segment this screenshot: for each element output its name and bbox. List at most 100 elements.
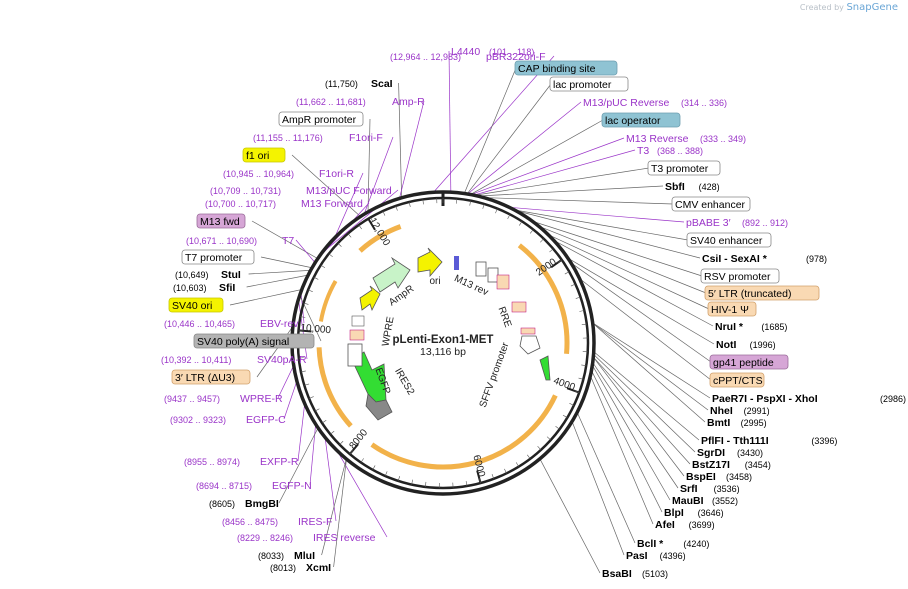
leader-xcmi [333, 457, 347, 568]
label-t7: (10,671 .. 10,690)T7 [186, 235, 294, 247]
label-text-sv40-ori: SV40 ori [172, 300, 212, 312]
label-text-mlui: MluI [294, 550, 315, 562]
label-pos-pflfi: (3396) [811, 436, 837, 446]
label-pos-m13puc-forward: (10,709 .. 10,731) [210, 186, 281, 196]
feature-arcs [316, 224, 570, 470]
label-pos-sbfi: (428) [699, 182, 720, 192]
label-text-pbr322ori: pBR322ori-F [486, 51, 546, 63]
leader-m13puc-reverse [466, 101, 582, 196]
label-sfii: (10,603)SfiI [173, 282, 235, 294]
label-maubi: MauBI(3552) [672, 495, 738, 507]
label-box-5ltr [704, 285, 820, 301]
snapgene-credit: Created by SnapGene [800, 2, 898, 13]
label-egfp-n: (8694 .. 8715)EGFP-N [196, 480, 312, 492]
label-text-f1-ori: f1 ori [246, 150, 269, 162]
label-text-bsabi: BsaBI [602, 568, 632, 580]
label-text-ires-reverse: IRES reverse [313, 532, 376, 544]
ruler-minor-tick [382, 210, 386, 216]
label-text-m13-reverse: M13 Reverse [626, 133, 689, 145]
leader-bstz17i [592, 355, 691, 465]
label-csii: CsiI - SexAI *(978) [702, 253, 827, 265]
label-pbr322ori: (12,964 .. 12,983)pBR322ori-F [390, 51, 546, 63]
arc-3ltr [318, 280, 338, 322]
label-text-xcmi: XcmI [306, 562, 331, 574]
label-text-cppt: cPPT/CTS [713, 375, 763, 387]
label-text-f1ori-f: F1ori-F [349, 132, 383, 144]
label-text-bspei: BspEI [686, 471, 716, 483]
snapgene-logo: SnapGene [846, 2, 898, 13]
label-pos-mlui: (8033) [258, 551, 284, 561]
ruler-minor-tick [372, 465, 376, 470]
leader-pasi [571, 420, 625, 556]
leader-cap-site [463, 67, 517, 195]
label-cppt: cPPT/CTS [709, 372, 765, 388]
label-sv40-enhancer: SV40 enhancer [686, 232, 772, 248]
ruler-minor-tick [581, 323, 587, 326]
label-text-exfp-r: EXFP-R [260, 456, 299, 468]
ruler-minor-tick [300, 316, 306, 318]
f1ori-arrow [359, 285, 381, 312]
label-wpre-r: (9437 .. 9457)WPRE-R [164, 393, 283, 405]
label-pbabe3: pBABE 3′(892 .. 912) [686, 217, 788, 229]
label-pos-bmgbi: (8605) [209, 499, 235, 509]
label-text-noti: NotI [716, 339, 736, 351]
label-pos-csii: (978) [806, 254, 827, 264]
label-text-sbfi: SbfI [665, 181, 685, 193]
label-text-t7: T7 [282, 235, 294, 247]
ruler-minor-tick [360, 458, 364, 463]
label-box-hiv1 [707, 301, 757, 317]
ruler-minor-tick [465, 481, 468, 487]
lac-promoter-marker [475, 261, 487, 277]
arc-wpre [316, 347, 353, 428]
ruler-minor-tick [540, 238, 544, 243]
label-ebv-rev: (10,446 .. 10,465)EBV-rev [164, 318, 299, 330]
label-afei: AfeI(3699) [655, 519, 715, 531]
arc-ampr [358, 224, 402, 253]
label-pos-m13-forward: (10,700 .. 10,717) [205, 199, 276, 209]
label-ampr-promoter: AmpR promoter [278, 111, 364, 127]
label-bmgbi: (8605)BmgBI [209, 498, 279, 510]
label-pos-bmti: (2995) [741, 418, 767, 428]
ruler-minor-tick [411, 479, 413, 485]
label-box-f1-ori [242, 147, 286, 163]
label-text-sgrdi: SgrDI [697, 447, 725, 459]
leader-egfp-n [309, 422, 317, 486]
ruler-minor-tick [562, 414, 568, 418]
t3-promoter-marker [487, 267, 499, 283]
label-text-m13puc-reverse: M13/pUC Reverse [583, 97, 670, 109]
label-pos-afei: (3699) [689, 520, 715, 530]
inner-label-3: RRE [496, 305, 514, 329]
leader-t7 [295, 239, 317, 264]
ruler-minor-tick [330, 430, 335, 435]
label-nrui: NruI *(1685) [715, 321, 787, 333]
ruler-minor-tick [537, 446, 542, 451]
leader-sv40-ori [229, 288, 304, 306]
leader-hiv1 [545, 232, 710, 310]
leader-nhei [591, 321, 709, 411]
ruler-minor-tick [478, 478, 481, 484]
label-text-srfi: SrfI [680, 483, 698, 495]
leader-ampr-f [398, 100, 425, 200]
label-pos-egfp-c: (9302 .. 9323) [170, 415, 226, 425]
label-text-scai: ScaI [371, 78, 393, 90]
label-sv40pa-r: (10,392 .. 10,411)SV40pA-R [161, 354, 307, 366]
label-box-cap-site [514, 60, 618, 76]
label-text-egfp-n: EGFP-N [272, 480, 312, 492]
label-text-lac-operator: lac operator [605, 115, 661, 127]
leader-bmgbi [278, 426, 319, 504]
ruler-minor-tick [469, 200, 471, 206]
label-pos-exfp-r: (8955 .. 8974) [184, 457, 240, 467]
label-t3: T3(368 .. 388) [637, 145, 703, 157]
label-text-t3-promoter: T3 promoter [651, 163, 709, 175]
label-text-gp41: gp41 peptide [713, 357, 774, 369]
ruler-minor-tick [482, 203, 485, 209]
ruler-minor-tick [370, 217, 374, 222]
ruler-minor-tick [569, 403, 575, 406]
label-text-l4440: L4440 [451, 46, 480, 58]
label-text-5ltr: 5′ LTR (truncated) [708, 288, 791, 300]
leader-bmti [591, 321, 706, 423]
label-m13-fwd: M13 fwd [196, 213, 246, 229]
label-box-ampr-promoter [278, 111, 364, 127]
ruler-minor-tick [304, 383, 310, 386]
